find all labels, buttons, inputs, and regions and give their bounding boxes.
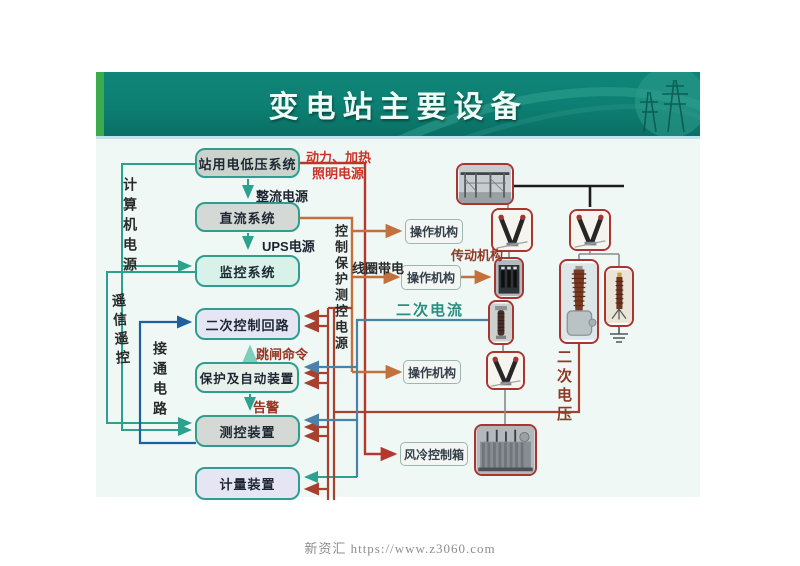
secondary-voltage-label: 二次电压 <box>555 349 572 425</box>
surge-arrester-photo <box>604 266 634 327</box>
dc-system-box: 直流系统 <box>195 202 300 232</box>
secondary-control-circuit-box: 二次控制回路 <box>195 308 300 340</box>
fan-cooling-control-label: 风冷控制箱 <box>403 447 464 462</box>
disconnector-photo-lower <box>486 351 525 390</box>
computer-power-label: 计算机电源 <box>122 177 138 277</box>
transmission-mechanism-label: 传动机构 <box>451 248 504 263</box>
coil-energized-label: 线圈带电 <box>352 261 405 276</box>
dc-system-label: 直流系统 <box>219 210 276 226</box>
current-transformer-photo <box>488 300 514 345</box>
trip-command-label: 跳闸命令 <box>256 347 309 362</box>
metering-device-box: 计量装置 <box>195 467 300 500</box>
actuator-label-1: 操作机构 <box>409 225 458 239</box>
station-lv-system-label: 站用电低压系统 <box>198 156 297 172</box>
secondary-current-label: 二次电流 <box>396 302 465 319</box>
actuator-box-2: 操作机构 <box>401 265 461 290</box>
rectifier-power-label: 整流电源 <box>256 189 309 204</box>
monitoring-system-label: 监控系统 <box>219 264 276 280</box>
circuit-breaker-photo <box>494 257 524 299</box>
banner-underline <box>96 136 700 139</box>
page-title: 变电站主要设备 <box>268 91 528 124</box>
ups-power-label: UPS电源 <box>262 239 315 254</box>
secondary-control-circuit-label: 二次控制回路 <box>205 317 290 333</box>
power-heating-label: 动力、加热 <box>306 150 372 165</box>
watermark-text: 新资汇 https://www.z3060.com <box>304 541 496 556</box>
station-lv-system-box: 站用电低压系统 <box>195 148 300 178</box>
protection-device-box: 保护及自动装置 <box>195 362 299 393</box>
alarm-label: 告警 <box>253 400 280 415</box>
control-protection-power-label: 控制保护测控电源 <box>333 224 348 352</box>
banner-accent-bar <box>96 72 104 136</box>
connecting-circuit-label: 接通电路 <box>152 341 168 421</box>
tower-icon <box>640 79 688 133</box>
measure-control-device-label: 测控装置 <box>219 424 276 440</box>
actuator-label-3: 操作机构 <box>407 365 456 380</box>
actuator-box-3: 操作机构 <box>403 360 461 384</box>
voltage-transformer-photo <box>559 259 599 344</box>
protection-device-label: 保护及自动装置 <box>199 372 295 386</box>
measure-control-device-box: 测控装置 <box>195 415 300 447</box>
fan-cooling-control-box: 风冷控制箱 <box>400 442 468 466</box>
lighting-power-label: 照明电源 <box>312 166 365 181</box>
metering-device-label: 计量装置 <box>219 477 276 492</box>
banner-art <box>398 72 700 136</box>
ground-icon <box>610 327 628 343</box>
disconnector-photo-right <box>569 209 611 251</box>
disconnector-photo-top <box>491 208 533 252</box>
busbar-gantry-photo <box>456 163 514 205</box>
main-transformer-photo <box>474 424 537 476</box>
monitoring-system-box: 监控系统 <box>195 255 300 287</box>
actuator-label-2: 操作机构 <box>406 271 455 285</box>
actuator-box-1: 操作机构 <box>405 219 463 244</box>
title-banner: 变电站主要设备 <box>96 72 700 136</box>
